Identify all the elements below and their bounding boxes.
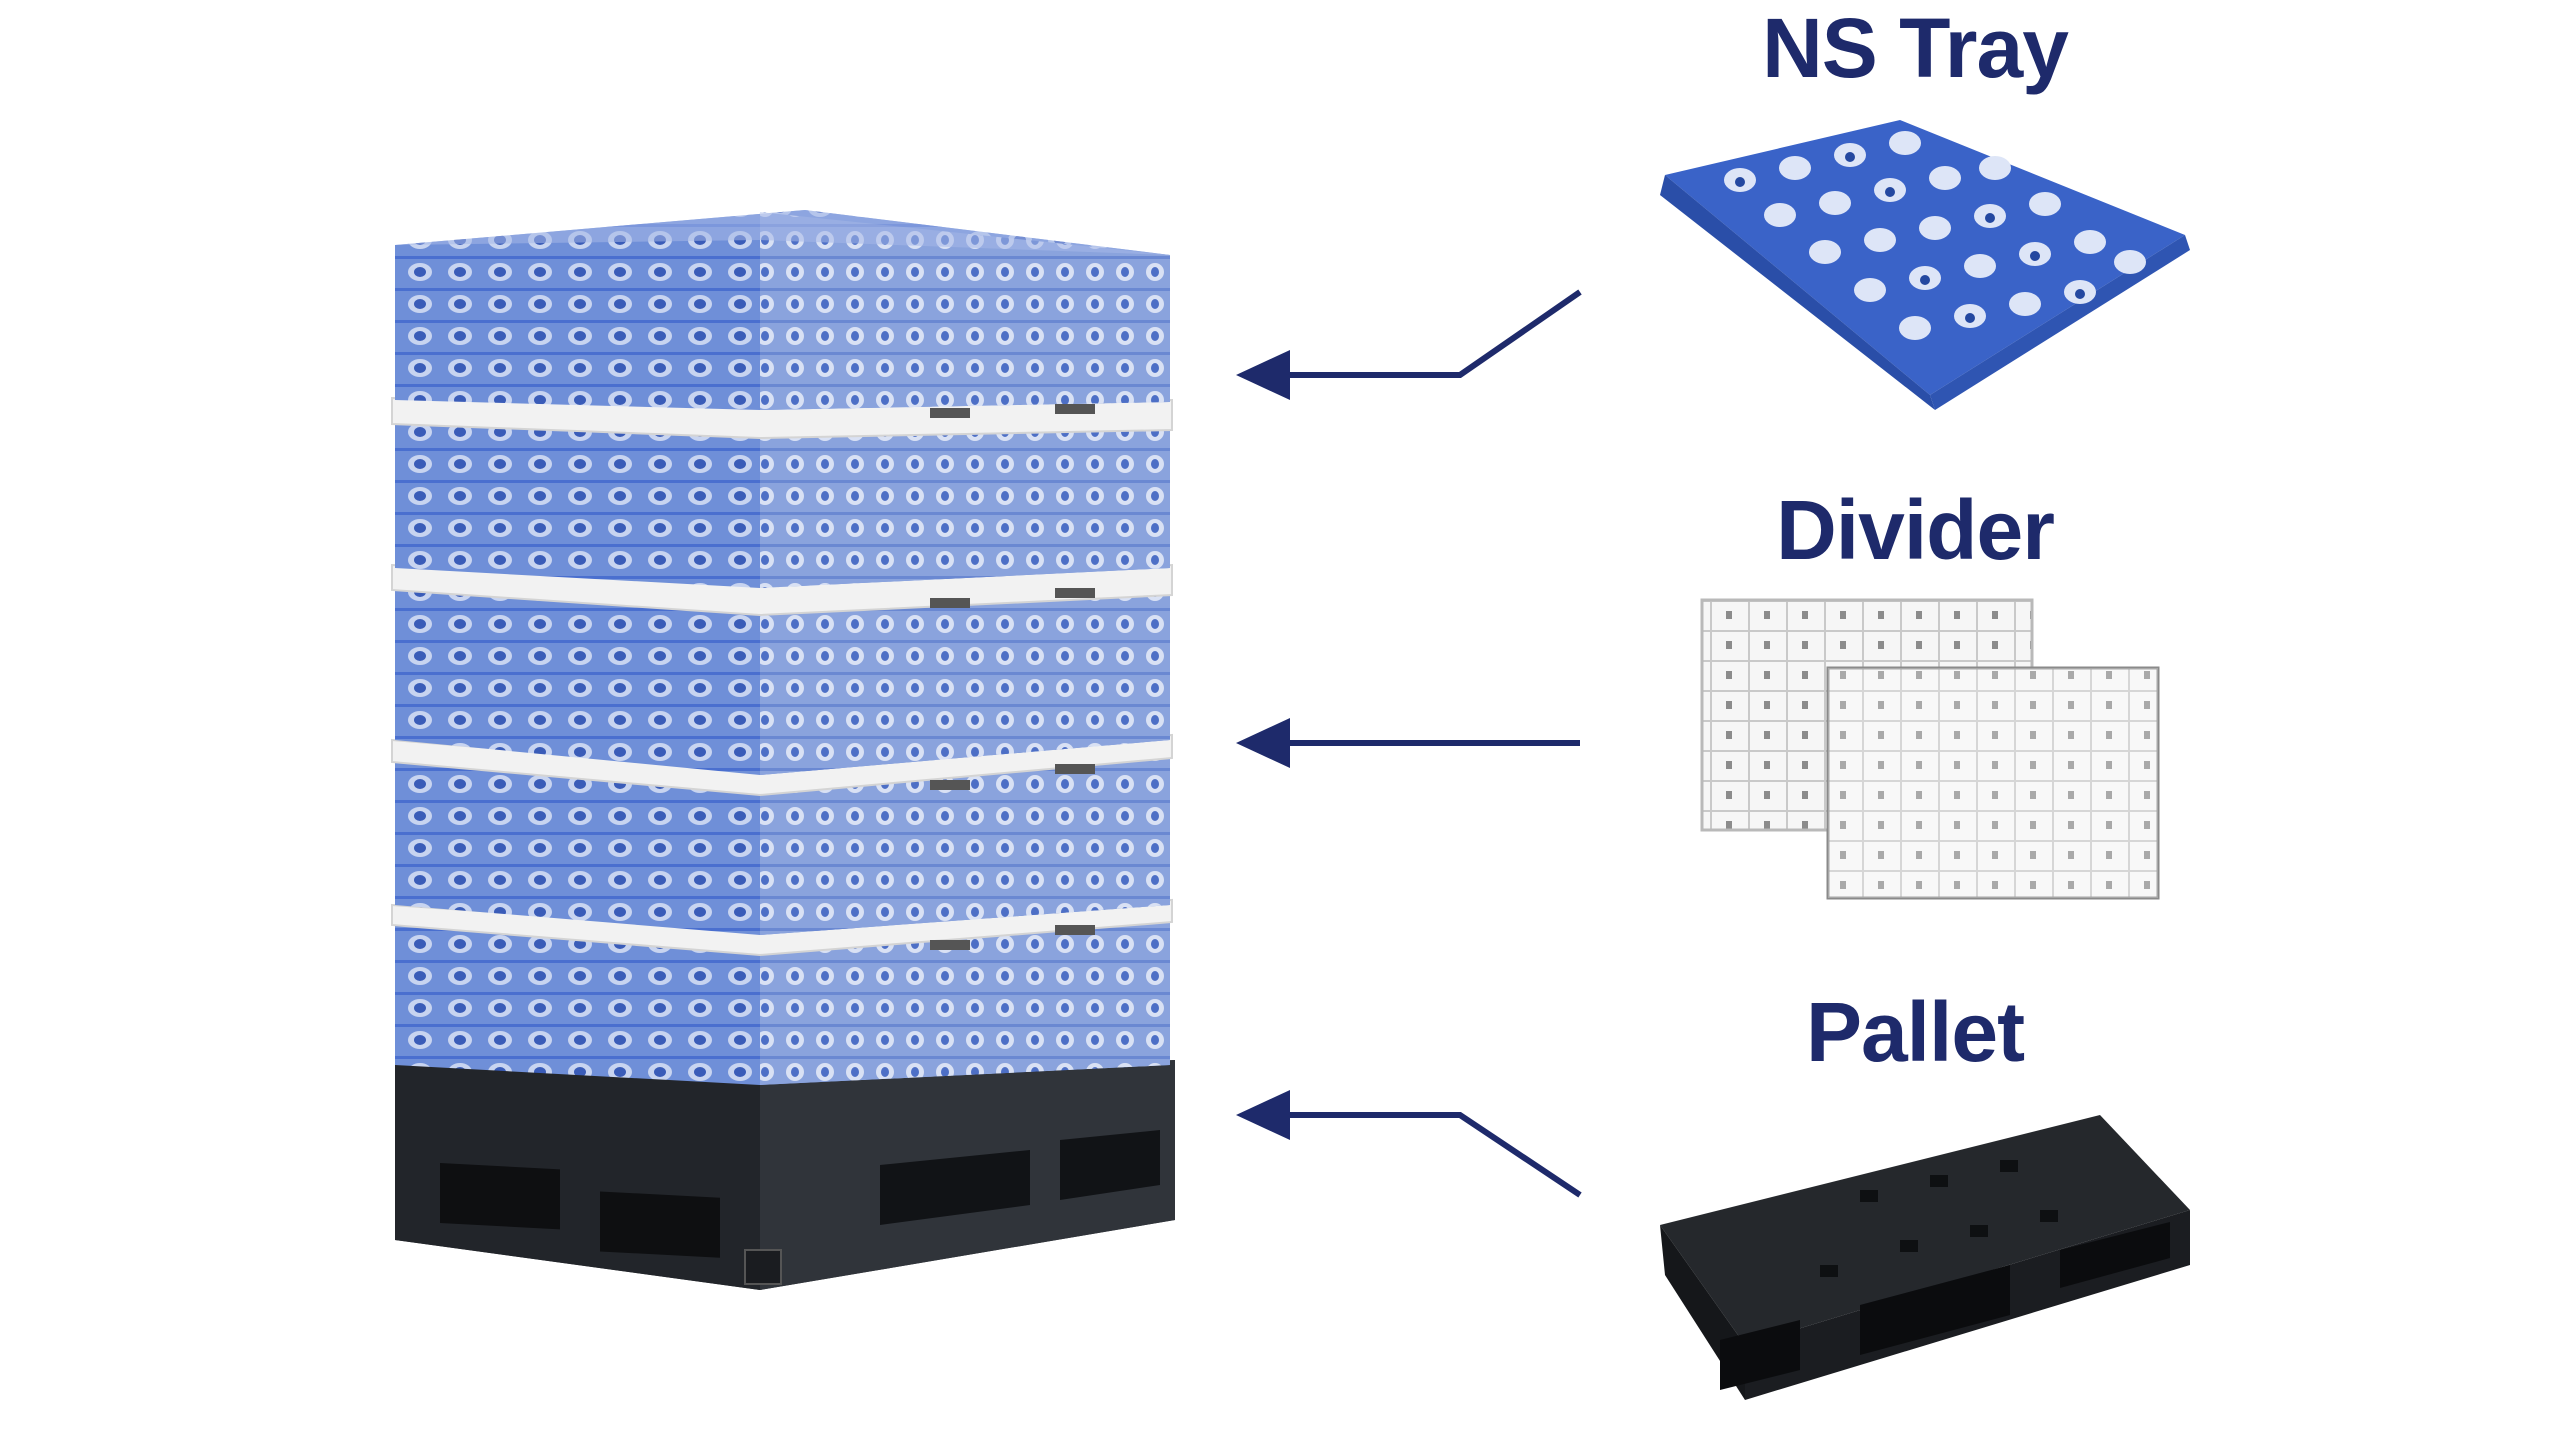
arrow-left-icon bbox=[1236, 718, 1290, 768]
arrow-left-icon bbox=[1236, 1090, 1290, 1140]
ns-tray-illustration bbox=[1660, 120, 2190, 410]
stack-pallet-base bbox=[395, 1060, 1175, 1290]
label-ns-tray: NS Tray bbox=[1762, 1, 2069, 95]
label-pallet: Pallet bbox=[1805, 985, 2025, 1079]
pallet-illustration bbox=[1660, 1115, 2190, 1400]
label-divider: Divider bbox=[1776, 483, 2055, 577]
divider-illustration bbox=[1700, 598, 2160, 900]
arrow-divider bbox=[1236, 718, 1580, 768]
arrow-pallet bbox=[1236, 1090, 1582, 1198]
arrow-left-icon bbox=[1236, 350, 1290, 400]
arrow-tray bbox=[1236, 289, 1582, 400]
stacked-pallet-illustration bbox=[391, 210, 1175, 1290]
stack-tray-layers bbox=[391, 210, 1173, 1085]
